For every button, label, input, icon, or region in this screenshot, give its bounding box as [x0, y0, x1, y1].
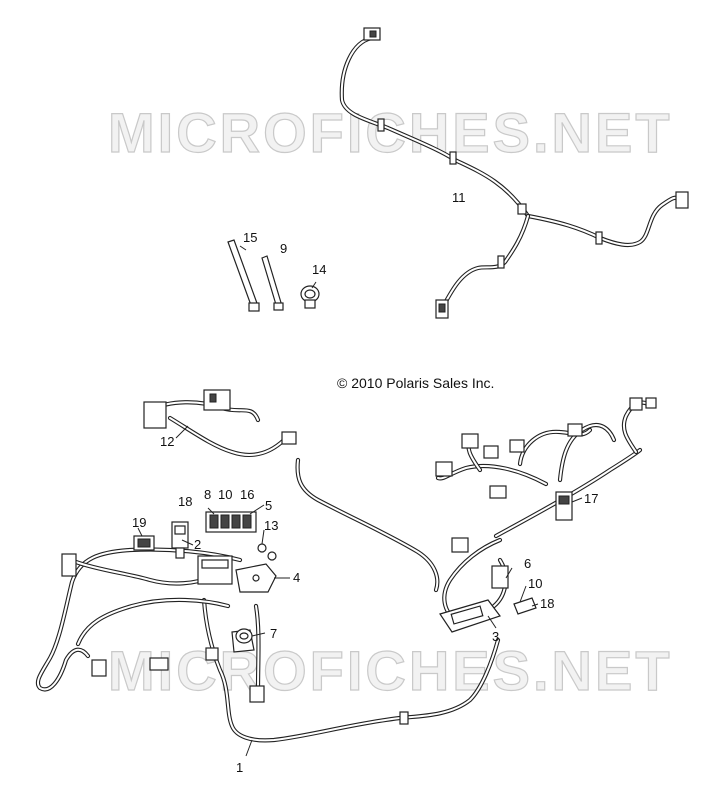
callout-16: 16: [240, 487, 254, 502]
callout-8: 8: [204, 487, 211, 502]
watermark-top: MICROFICHES.NET: [108, 101, 673, 164]
harness-right: [435, 397, 657, 633]
clip-14: [300, 285, 320, 309]
callout-7: 7: [270, 626, 277, 641]
leader-lines: [137, 245, 583, 757]
callout-13: 13: [264, 518, 278, 533]
callout-18-right: 18: [540, 596, 554, 611]
watermark-bottom: MICROFICHES.NET: [108, 639, 673, 702]
cable-tie-15: [227, 239, 260, 312]
callout-11: 11: [452, 190, 466, 205]
callout-9: 9: [280, 241, 287, 256]
callout-14: 14: [312, 262, 326, 277]
fasteners-13: [257, 543, 277, 561]
callout-12: 12: [160, 434, 174, 449]
relay-2: [171, 521, 189, 559]
callout-6: 6: [524, 556, 531, 571]
callout-15: 15: [243, 230, 257, 245]
callout-1: 1: [236, 760, 243, 775]
cable-tie-9: [261, 255, 284, 311]
callout-17: 17: [584, 491, 598, 506]
callout-labels: 11 15 9 14 12 18 8 10 16 5 13 19 2 4 7 3…: [132, 190, 598, 775]
connector-19: [133, 535, 155, 551]
copyright-text: © 2010 Polaris Sales Inc.: [337, 375, 494, 391]
harness-1: [35, 457, 501, 743]
bracket-4: [235, 563, 277, 593]
callout-2: 2: [194, 537, 201, 552]
harness-11: [339, 27, 689, 319]
harness-12: [143, 389, 297, 457]
callout-10-left: 10: [218, 487, 232, 502]
callout-3: 3: [492, 629, 499, 644]
grommet-7: [235, 628, 253, 644]
callout-10-right: 10: [528, 576, 542, 591]
fuse-block: [205, 511, 257, 533]
callout-4: 4: [293, 570, 300, 585]
callout-18-left: 18: [178, 494, 192, 509]
callout-19: 19: [132, 515, 146, 530]
callout-5: 5: [265, 498, 272, 513]
module-box: [197, 555, 233, 585]
